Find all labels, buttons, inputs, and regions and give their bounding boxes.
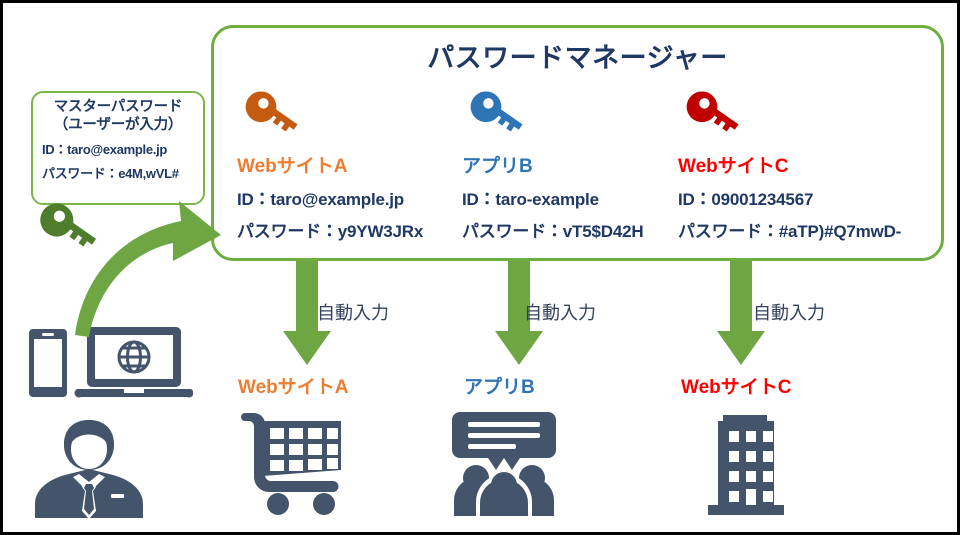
autofill-arrow-1: [495, 259, 543, 365]
master-password-card: マスターパスワード （ユーザーが入力） ID：taro@example.jp パ…: [31, 91, 205, 205]
target-label-website-c: WebサイトC: [681, 377, 792, 398]
master-key-icon: [40, 203, 97, 247]
key-icon-website-a: [245, 91, 298, 132]
key-wrap-1: [462, 87, 643, 149]
key-icon-website-c: [686, 91, 739, 132]
target-label-app-b: アプリB: [464, 377, 535, 398]
autofill-label-2: 自動入力: [753, 303, 825, 323]
master-card-id: ID：taro@example.jp: [42, 142, 168, 158]
credential-id-0: ID：taro@example.jp: [237, 190, 404, 209]
password-manager-panel: [211, 25, 944, 261]
smartphone-icon: [29, 329, 67, 397]
service-name-1: アプリB: [462, 156, 533, 177]
key-wrap-2: [678, 87, 901, 149]
key-wrap-0: [237, 87, 423, 149]
autofill-label-1: 自動入力: [524, 303, 596, 323]
autofill-label-0: 自動入力: [317, 303, 389, 323]
master-card-password: パスワード：e4M,wVL#: [42, 166, 179, 182]
master-card-title-line1: マスターパスワード: [53, 99, 183, 115]
credential-password-2: パスワード：#aTP)#Q7mwD-: [678, 222, 902, 241]
laptop-globe-icon: [74, 327, 193, 398]
credential-id-2: ID：09001234567: [678, 190, 814, 209]
credential-column-1: アプリB ID：taro-example パスワード：vT5$D42H: [462, 87, 644, 242]
user-devices-icon: [29, 327, 193, 398]
service-name-0: WebサイトA: [237, 156, 348, 177]
credential-password-1: パスワード：vT5$D42H: [462, 222, 644, 241]
service-name-2: WebサイトC: [678, 156, 789, 177]
autofill-arrow-2: [717, 259, 765, 365]
office-building-icon: [708, 415, 784, 515]
key-icon-app-b: [470, 91, 523, 132]
credential-column-0: WebサイトA ID：taro@example.jp パスワード：y9YW3JR…: [237, 87, 423, 242]
input-flow-arrow: [75, 201, 221, 337]
master-card-title-line2: （ユーザーが入力）: [53, 116, 183, 133]
social-chat-group-icon: [452, 412, 556, 516]
credential-column-2: WebサイトC ID：09001234567 パスワード：#aTP)#Q7mwD…: [678, 87, 901, 242]
credential-id-1: ID：taro-example: [462, 190, 599, 209]
autofill-arrow-0: [283, 259, 331, 365]
credential-password-0: パスワード：y9YW3JRx: [237, 222, 424, 241]
master-card-title: マスターパスワード （ユーザーが入力）: [33, 99, 203, 134]
page-title: パスワードマネージャー: [427, 43, 728, 73]
target-label-website-a: WebサイトA: [238, 377, 349, 398]
businessman-avatar-icon: [35, 420, 143, 518]
shopping-cart-icon: [241, 413, 341, 515]
